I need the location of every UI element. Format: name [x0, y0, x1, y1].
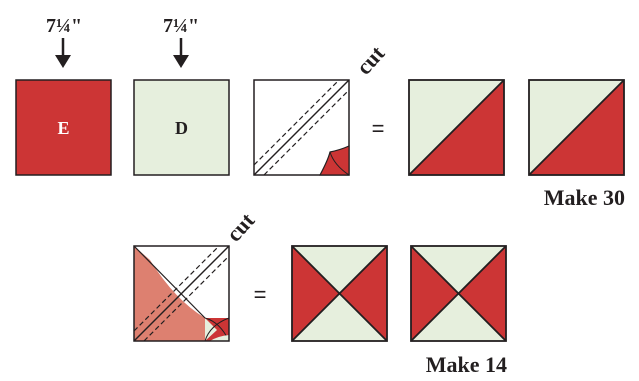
- make-count-label: Make 14: [426, 352, 507, 377]
- fabric-square-d: D: [133, 79, 230, 176]
- make-count-label: Make 30: [544, 185, 625, 210]
- layered-hst-cut-diagram: [133, 245, 230, 342]
- half-square-triangle: [528, 79, 625, 176]
- fabric-square-e: E: [15, 79, 112, 176]
- quarter-square-triangle: [291, 245, 388, 342]
- quarter-square-triangle: [410, 245, 507, 342]
- dimension-label-e: 7¼": [46, 15, 82, 37]
- arrow-down-icon: [55, 38, 71, 68]
- cut-label: cut: [221, 207, 260, 246]
- square-e-label: E: [57, 118, 69, 138]
- cut-label: cut: [351, 40, 390, 79]
- square-d-label: D: [175, 118, 188, 138]
- layered-square-cut-diagram: [253, 79, 350, 176]
- equals-sign: =: [254, 282, 267, 307]
- arrow-down-icon: [173, 38, 189, 68]
- equals-sign: =: [372, 116, 385, 141]
- half-square-triangle: [408, 79, 505, 176]
- dimension-label-d: 7¼": [163, 15, 199, 37]
